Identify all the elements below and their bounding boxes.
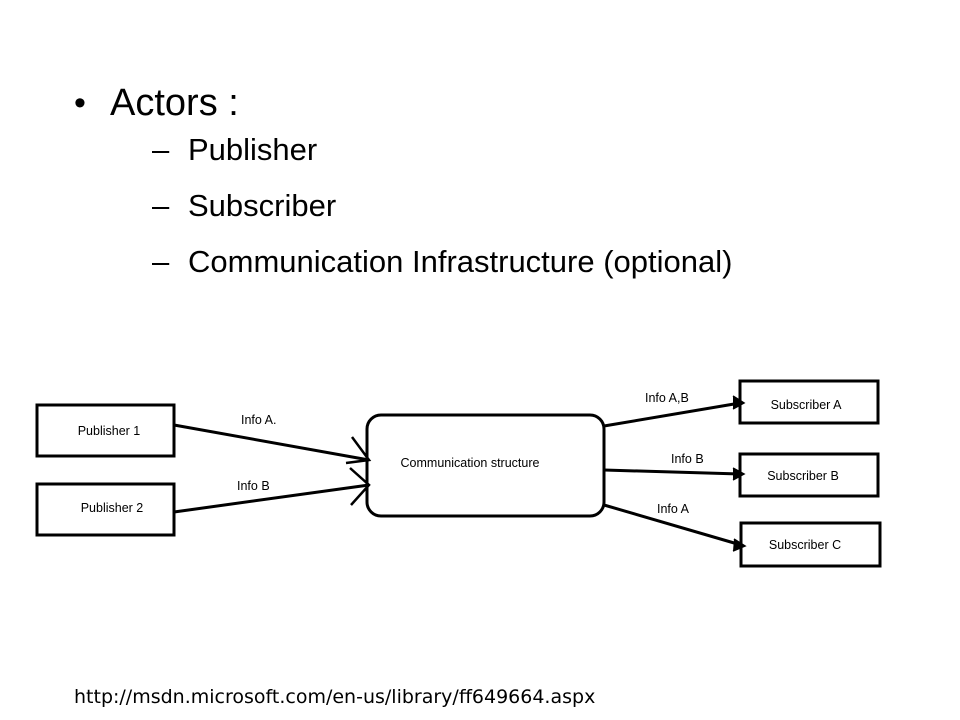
- dash-icon: –: [152, 244, 170, 279]
- sub-item-publisher: – Publisher: [110, 132, 732, 168]
- edge-label-info-b-sub: Info B: [671, 452, 704, 466]
- pub-sub-diagram: Publisher 1 Publisher 2 Communication st…: [35, 379, 882, 568]
- sub-item-subscriber: – Subscriber: [110, 188, 732, 224]
- edge-publisher-2-to-hub: Info B: [173, 467, 371, 514]
- publisher-2-label: Publisher 2: [81, 501, 144, 515]
- subscriber-a-node: Subscriber A: [738, 379, 880, 425]
- subscriber-c-label: Subscriber C: [769, 538, 841, 552]
- edge-label-info-a: Info A: [657, 502, 690, 516]
- bullet-actors-label: Actors :: [110, 82, 239, 124]
- edge-label-info-b: Info B: [237, 479, 270, 493]
- publisher-1-label: Publisher 1: [78, 424, 141, 438]
- edge-hub-to-subscriber-a: Info A,B: [603, 391, 746, 428]
- subscriber-b-label: Subscriber B: [767, 469, 839, 483]
- bullet-actors: • Actors : – Publisher – Subscriber – Co…: [74, 78, 732, 280]
- edge-hub-to-subscriber-c: Info A: [603, 502, 747, 552]
- edge-label-info-a-dot: Info A.: [241, 413, 276, 427]
- publisher-1-node: Publisher 1: [35, 403, 176, 458]
- source-url: http://msdn.microsoft.com/en-us/library/…: [74, 686, 596, 708]
- bullet-list: • Actors : – Publisher – Subscriber – Co…: [74, 78, 732, 300]
- sub-item-label: Publisher: [188, 132, 318, 167]
- subscriber-b-node: Subscriber B: [738, 452, 880, 498]
- edge-label-info-ab: Info A,B: [645, 391, 689, 405]
- edge-hub-to-subscriber-b: Info B: [603, 452, 746, 481]
- sub-item-communication-infrastructure: – Communication Infrastructure (optional…: [110, 244, 732, 280]
- actor-sub-list: – Publisher – Subscriber – Communication…: [110, 132, 732, 280]
- communication-structure-label: Communication structure: [401, 456, 540, 470]
- publisher-2-node: Publisher 2: [35, 482, 176, 537]
- communication-structure-node: Communication structure: [365, 413, 606, 518]
- sub-item-label: Subscriber: [188, 188, 337, 223]
- edge-publisher-1-to-hub: Info A.: [173, 413, 372, 465]
- dash-icon: –: [152, 132, 170, 167]
- subscriber-c-node: Subscriber C: [739, 521, 882, 568]
- subscriber-a-label: Subscriber A: [771, 398, 843, 412]
- bullet-dot-icon: •: [74, 84, 86, 122]
- dash-icon: –: [152, 188, 170, 223]
- sub-item-label: Communication Infrastructure (optional): [188, 244, 733, 279]
